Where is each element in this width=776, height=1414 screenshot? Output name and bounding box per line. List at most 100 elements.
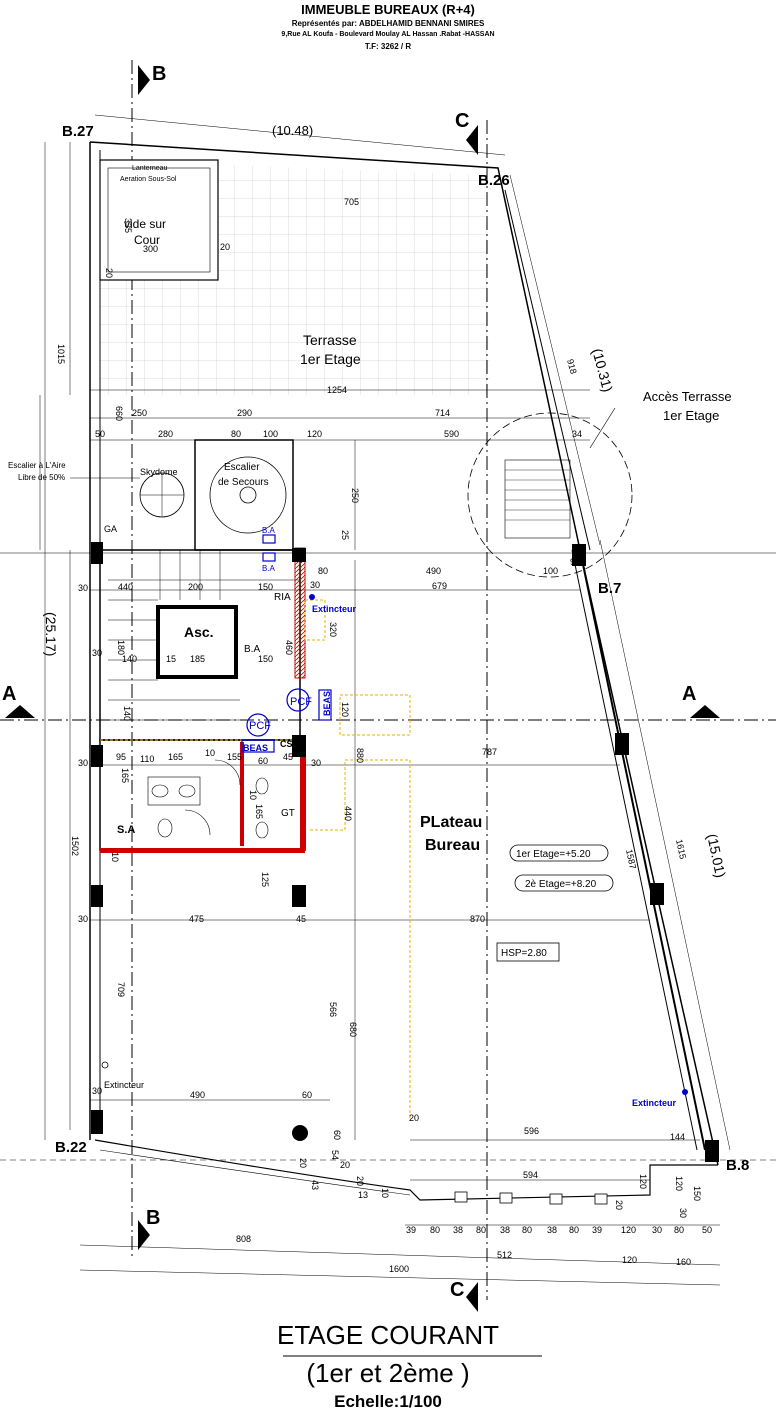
label-ria: RIA bbox=[274, 592, 291, 603]
dim: 120 bbox=[621, 1225, 636, 1235]
south-facade bbox=[94, 1139, 718, 1201]
dim: 60 bbox=[332, 1130, 342, 1140]
dim: 180 bbox=[116, 640, 126, 655]
dim: 300 bbox=[143, 244, 158, 254]
label-acces: Accès Terrasse bbox=[643, 389, 732, 404]
dim: 20 bbox=[298, 1158, 308, 1168]
dim: 20 bbox=[104, 268, 114, 278]
dim: 30 bbox=[92, 648, 102, 658]
dim: 100 bbox=[263, 429, 278, 439]
dim: 38 bbox=[547, 1225, 557, 1235]
terrace-access-circle bbox=[467, 412, 633, 578]
pcf-icon-1 bbox=[286, 688, 310, 712]
label-extincteur-2: Extincteur bbox=[632, 1098, 677, 1108]
dim: 150 bbox=[258, 654, 273, 664]
label-vide: vide sur bbox=[124, 217, 166, 231]
dim: 490 bbox=[426, 566, 441, 576]
label-secours-2: de Secours bbox=[218, 477, 269, 488]
label-etage-1: 1er Etage=+5.20 bbox=[516, 849, 591, 860]
label-beas-2: BEAS bbox=[243, 743, 268, 753]
dim: 140 bbox=[122, 654, 137, 664]
dim: (10.48) bbox=[272, 123, 313, 138]
label-gt: GT bbox=[281, 808, 295, 819]
dim: 13 bbox=[358, 1190, 368, 1200]
dim: 30 bbox=[310, 580, 320, 590]
spiral-stair bbox=[209, 456, 287, 534]
label-beas-1: BEAS bbox=[322, 691, 332, 716]
label-aeration: Aeration Sous-Sol bbox=[120, 176, 177, 183]
dim: 30 bbox=[78, 583, 88, 593]
dim: 512 bbox=[497, 1250, 512, 1260]
label-cs: CS bbox=[280, 739, 293, 749]
dim: 1015 bbox=[56, 344, 66, 364]
void-courtyard bbox=[99, 159, 219, 281]
dim: 80 bbox=[569, 1225, 579, 1235]
label-cour: Cour bbox=[134, 233, 160, 247]
dim: 594 bbox=[523, 1170, 538, 1180]
label-terrasse-floor: 1er Etage bbox=[300, 351, 361, 367]
project-title: IMMEUBLE BUREAUX (R+4) bbox=[301, 2, 475, 17]
dim: 335 bbox=[123, 218, 133, 233]
dim: 10 bbox=[205, 748, 215, 758]
drawing-scale: Echelle:1/100 bbox=[334, 1392, 442, 1411]
label-terrasse: Terrasse bbox=[303, 332, 357, 348]
extinguisher-icon-3 bbox=[101, 1061, 109, 1069]
dim: 880 bbox=[355, 748, 365, 763]
dim: 20 bbox=[220, 242, 230, 252]
pcf-icon-2 bbox=[246, 713, 270, 737]
dim: 870 bbox=[470, 914, 485, 924]
dim: 1502 bbox=[70, 836, 80, 856]
label-ba-1: B.A bbox=[262, 526, 276, 535]
dim: 460 bbox=[284, 640, 294, 655]
dim: 80 bbox=[522, 1225, 532, 1235]
dim: 120 bbox=[674, 1176, 684, 1191]
dim: 144 bbox=[670, 1132, 685, 1142]
dim: 140 bbox=[122, 706, 132, 721]
drawing-subtitle: (1er et 2ème ) bbox=[306, 1358, 470, 1388]
dim: 50 bbox=[95, 429, 105, 439]
dim: 290 bbox=[237, 408, 252, 418]
dim: 54 bbox=[330, 1150, 340, 1160]
dim: 160 bbox=[676, 1257, 691, 1267]
dim: 709 bbox=[116, 982, 126, 997]
dim: 80 bbox=[318, 566, 328, 576]
label-pcf-2: PCF bbox=[249, 720, 271, 732]
dim: 475 bbox=[189, 914, 204, 924]
dim: 150 bbox=[692, 1186, 702, 1201]
point-b8: B.8 bbox=[726, 1157, 749, 1174]
dim: 660 bbox=[114, 406, 124, 421]
drawing-title: ETAGE COURANT bbox=[277, 1320, 499, 1350]
dim: 440 bbox=[343, 806, 353, 821]
dim: 38 bbox=[453, 1225, 463, 1235]
dim: 185 bbox=[190, 654, 205, 664]
label-hsp: HSP=2.80 bbox=[501, 948, 547, 959]
label-plateau: PLateau bbox=[420, 814, 482, 831]
extinguisher-icon-1 bbox=[309, 594, 315, 600]
dim: 80 bbox=[231, 429, 241, 439]
dim: 10 bbox=[380, 1188, 390, 1198]
dim: 679 bbox=[432, 581, 447, 591]
dim: 20 bbox=[409, 1113, 419, 1123]
dim: 680 bbox=[348, 1022, 358, 1037]
label-acces-floor: 1er Etage bbox=[663, 408, 719, 423]
dim: 20 bbox=[340, 1160, 350, 1170]
dim: 60 bbox=[258, 756, 268, 766]
section-a-left: A bbox=[2, 683, 16, 705]
dim: 808 bbox=[236, 1234, 251, 1244]
dim: 250 bbox=[132, 408, 147, 418]
dim: 125 bbox=[260, 872, 270, 887]
section-c-top: C bbox=[455, 110, 469, 132]
dim: 320 bbox=[328, 622, 338, 637]
dim: 165 bbox=[254, 804, 264, 819]
dim: 30 bbox=[311, 758, 321, 768]
dim: 280 bbox=[158, 429, 173, 439]
label-sa: S.A bbox=[117, 824, 135, 836]
dim: 440 bbox=[118, 582, 133, 592]
dim: 95 bbox=[116, 752, 126, 762]
label-lanterneau: Lanterneau bbox=[132, 165, 168, 172]
dim: 80 bbox=[476, 1225, 486, 1235]
dim: 30 bbox=[678, 1208, 688, 1218]
dim: 80 bbox=[674, 1225, 684, 1235]
dim: 590 bbox=[444, 429, 459, 439]
